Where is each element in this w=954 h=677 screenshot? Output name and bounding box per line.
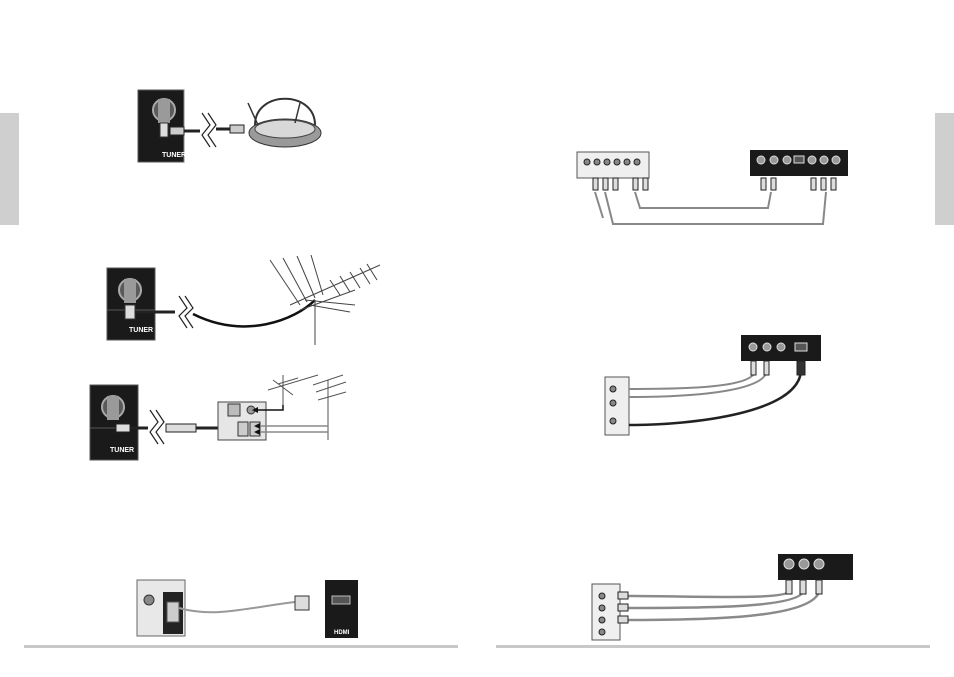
hdmi-label: HDMI — [334, 630, 350, 636]
hdmi-port-icon — [332, 596, 350, 604]
right-side-tab — [935, 113, 954, 225]
dual-antenna-icon — [268, 375, 346, 440]
hdmi-diagram: HDMI — [135, 578, 360, 640]
indoor-antenna-diagram: TUNER — [130, 85, 330, 165]
svideo-connection-diagram — [603, 333, 823, 438]
tuner-label: TUNER — [129, 327, 153, 334]
source-device-panel — [605, 377, 629, 435]
combiner-antenna-diagram: TUNER — [88, 370, 348, 462]
outdoor-antenna-icon — [270, 255, 380, 345]
outdoor-antenna-diagram: TUNER — [105, 250, 390, 345]
source-device-panel — [592, 584, 620, 640]
tuner-label: TUNER — [110, 447, 134, 454]
tuner-label: TUNER — [162, 152, 186, 159]
left-footer-rule — [24, 645, 458, 648]
composite-connection-diagram — [590, 552, 855, 642]
left-side-tab — [0, 113, 19, 225]
right-footer-rule — [496, 645, 930, 648]
component-connection-diagram — [575, 148, 850, 230]
